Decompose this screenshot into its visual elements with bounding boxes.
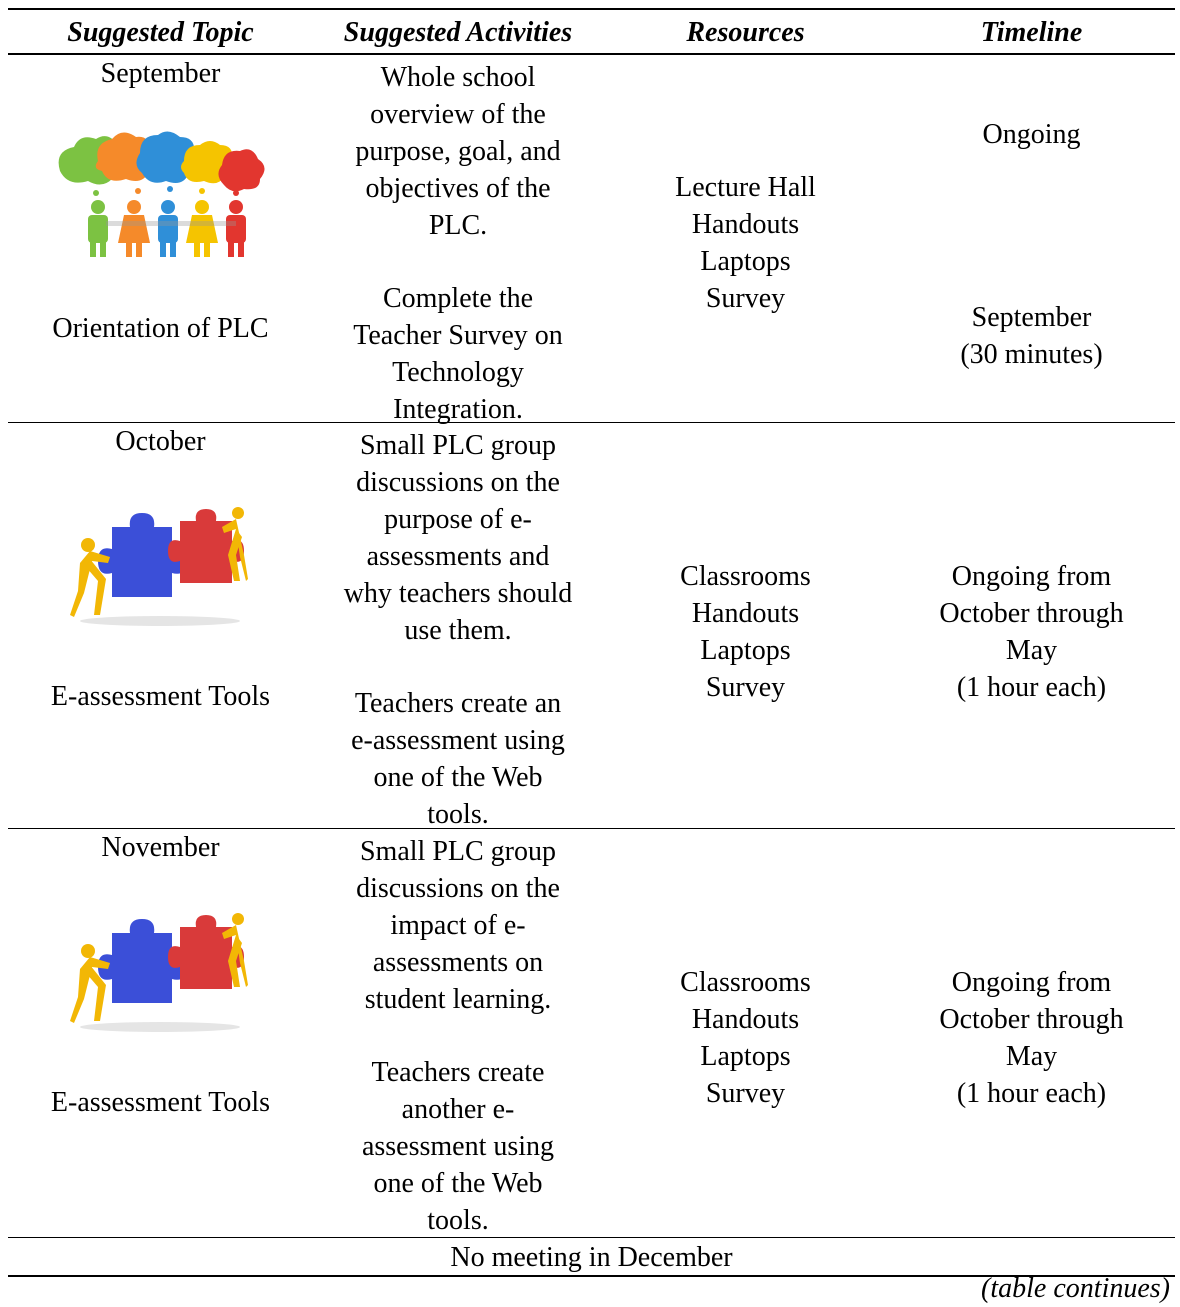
timeline-line: (1 hour each) — [956, 1078, 1107, 1109]
header-suggested-topic: Suggested Topic — [67, 17, 254, 48]
activity-line: student learning. — [364, 984, 552, 1015]
header-bottom-rule — [8, 53, 1175, 55]
resource-item: Survey — [705, 283, 786, 314]
resource-item: Handouts — [691, 598, 800, 629]
activity-line: Complete the — [382, 283, 534, 314]
row-divider — [8, 422, 1175, 423]
timeline-text: Ongoing from October through May (1 hour… — [888, 964, 1175, 1112]
resource-item: Handouts — [691, 1004, 800, 1035]
header-suggested-activities: Suggested Activities — [343, 17, 573, 48]
activity-line: purpose, goal, and — [355, 136, 561, 167]
resource-item: Laptops — [700, 635, 791, 666]
resource-item: Laptops — [700, 246, 791, 277]
activities-part-2: Complete the Teacher Survey on Technolog… — [313, 280, 603, 428]
activity-line: another e- — [401, 1094, 515, 1125]
resource-item: Handouts — [691, 209, 800, 240]
activity-line: assessments and — [366, 541, 550, 572]
timeline-line: September — [971, 302, 1092, 333]
resource-item: Survey — [705, 672, 786, 703]
activity-line: discussions on the — [356, 467, 560, 498]
resource-item: Lecture Hall — [675, 172, 816, 203]
row-divider — [8, 828, 1175, 829]
resource-item: Classrooms — [680, 561, 811, 592]
timeline-line: (1 hour each) — [956, 672, 1107, 703]
activities-part-1: Whole school overview of the purpose, go… — [313, 59, 603, 244]
month-label: October — [115, 426, 206, 457]
resource-item: Laptops — [700, 1041, 791, 1072]
resource-item: Survey — [705, 1078, 786, 1109]
activity-line: why teachers should — [343, 578, 573, 609]
table-continues-note: (table continues) — [981, 1273, 1170, 1304]
activity-line: PLC. — [428, 210, 488, 241]
resource-item: Classrooms — [680, 967, 811, 998]
topic-label: Orientation of PLC — [52, 313, 269, 344]
timeline-line: May — [1005, 635, 1058, 666]
month-label: November — [101, 832, 220, 863]
timeline-part-1: Ongoing — [888, 116, 1175, 153]
timeline-line: October through — [939, 598, 1124, 629]
activity-line: purpose of e- — [384, 504, 532, 535]
activity-line: assessments on — [372, 947, 544, 978]
timeline-part-2: September (30 minutes) — [888, 299, 1175, 373]
activities-part-1: Small PLC group discussions on the impac… — [313, 833, 603, 1018]
month-label: September — [100, 58, 221, 89]
december-note: No meeting in December — [450, 1242, 733, 1273]
figures-pushing-puzzle-pieces-icon — [70, 497, 248, 627]
activity-line: Small PLC group — [359, 836, 556, 867]
timeline-line: Ongoing — [982, 119, 1081, 150]
activity-line: overview of the — [370, 99, 546, 130]
header-resources: Resources — [686, 17, 805, 48]
table-top-rule — [8, 8, 1175, 10]
row-divider — [8, 1237, 1175, 1238]
activity-line: Teachers create — [371, 1057, 545, 1088]
activity-line: assessment using — [361, 1131, 555, 1162]
resources-list: Lecture Hall Handouts Laptops Survey — [603, 169, 888, 317]
activity-line: one of the Web — [373, 1168, 543, 1199]
timeline-line: May — [1005, 1041, 1058, 1072]
timeline-line: Ongoing from — [951, 561, 1112, 592]
activities-part-1: Small PLC group discussions on the purpo… — [313, 427, 603, 649]
activity-line: Small PLC group — [359, 430, 556, 461]
activity-line: tools. — [427, 1205, 489, 1236]
activity-line: use them. — [404, 615, 512, 646]
activity-line: one of the Web — [373, 762, 543, 793]
timeline-text: Ongoing from October through May (1 hour… — [888, 558, 1175, 706]
table-bottom-rule — [8, 1275, 1175, 1277]
resources-list: Classrooms Handouts Laptops Survey — [603, 964, 888, 1112]
header-timeline: Timeline — [980, 17, 1083, 48]
activity-line: Teacher Survey on — [353, 320, 563, 351]
activity-line: e-assessment using — [351, 725, 565, 756]
activity-line: objectives of the — [365, 173, 551, 204]
activities-part-2: Teachers create an e-assessment using on… — [313, 685, 603, 833]
timeline-line: October through — [939, 1004, 1124, 1035]
activity-line: Technology — [392, 357, 524, 388]
activities-part-2: Teachers create another e- assessment us… — [313, 1054, 603, 1239]
activity-line: tools. — [427, 799, 489, 830]
activity-line: impact of e- — [390, 910, 526, 941]
activity-line: discussions on the — [356, 873, 560, 904]
people-thought-bubbles-puzzle-icon — [52, 131, 266, 259]
activity-line: Teachers create an — [354, 688, 562, 719]
topic-label: E-assessment Tools — [50, 1087, 271, 1118]
timeline-line: (30 minutes) — [960, 339, 1103, 370]
activity-line: Whole school — [380, 62, 536, 93]
activity-line: Integration. — [393, 394, 523, 425]
figures-pushing-puzzle-pieces-icon — [70, 903, 248, 1033]
topic-label: E-assessment Tools — [50, 681, 271, 712]
resources-list: Classrooms Handouts Laptops Survey — [603, 558, 888, 706]
timeline-line: Ongoing from — [951, 967, 1112, 998]
